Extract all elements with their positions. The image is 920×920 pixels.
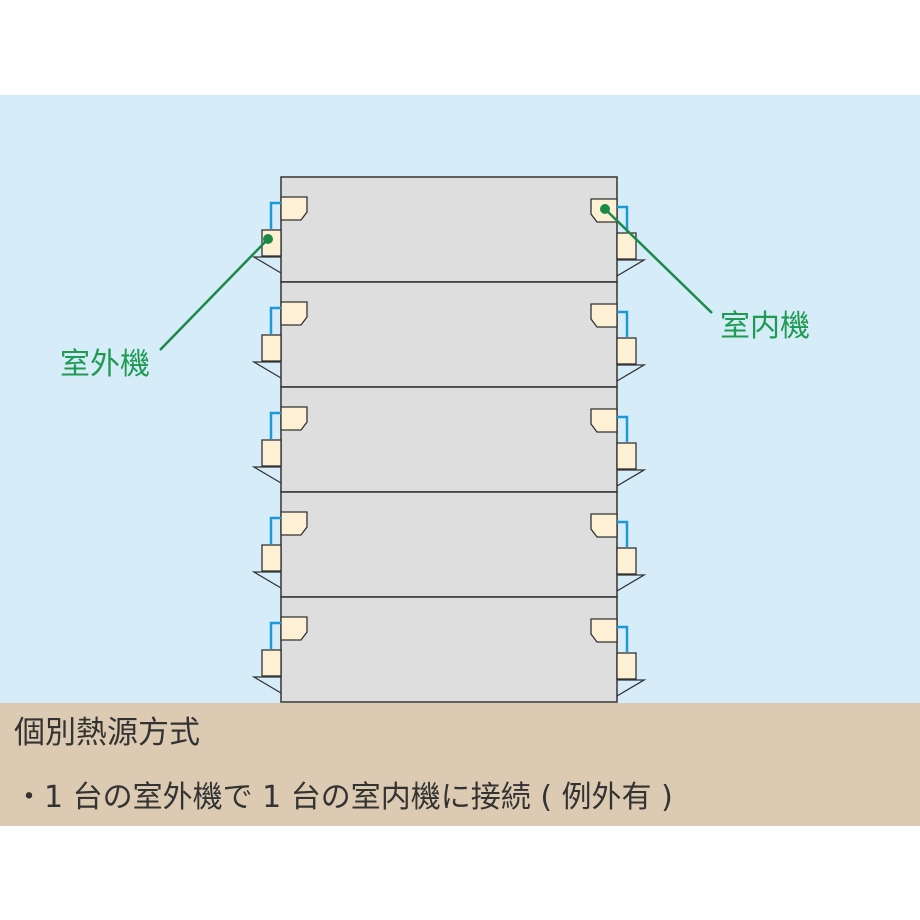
indoor-unit-left (280, 301, 308, 326)
floor-1 (280, 176, 618, 283)
outdoor-unit-right (616, 232, 637, 260)
outdoor-unit-left (261, 544, 282, 572)
system-title: 個別熱源方式 (14, 715, 200, 751)
floor-5 (280, 596, 618, 703)
outdoor-unit-left (261, 649, 282, 677)
indoor-unit-left (280, 616, 308, 641)
leader-dot-indoor (600, 204, 610, 214)
bracket-left (251, 676, 282, 694)
leader-dot-outdoor (263, 234, 273, 244)
indoor-unit-left (280, 511, 308, 536)
bracket-left (251, 361, 282, 379)
floor-2 (280, 281, 618, 388)
bracket-right (616, 574, 647, 592)
outdoor-unit-left (261, 439, 282, 467)
refrigerant-pipe-left (269, 516, 281, 544)
leader-line-outdoor (159, 238, 269, 351)
refrigerant-pipe-left (269, 411, 281, 439)
floor-4 (280, 491, 618, 598)
outdoor-unit-left (261, 334, 282, 362)
refrigerant-pipe-left (269, 306, 281, 334)
indoor-unit-left (280, 196, 308, 221)
outdoor-unit-label: 室外機 (60, 347, 150, 382)
outdoor-unit-right (616, 337, 637, 365)
refrigerant-pipe-right (617, 520, 629, 547)
outdoor-unit-right (616, 547, 637, 575)
bracket-right (616, 364, 647, 382)
refrigerant-pipe-right (617, 310, 629, 337)
indoor-unit-label: 室内機 (720, 309, 810, 344)
refrigerant-pipe-right (617, 415, 629, 442)
bracket-right (616, 469, 647, 487)
indoor-unit-left (280, 406, 308, 431)
outdoor-unit-right (616, 652, 637, 680)
indoor-unit-right (590, 408, 618, 433)
ground-area (0, 703, 920, 826)
floor-3 (280, 386, 618, 493)
bracket-left (251, 256, 282, 274)
outdoor-unit-right (616, 442, 637, 470)
refrigerant-pipe-left (269, 621, 281, 649)
bracket-right (616, 679, 647, 697)
refrigerant-pipe-right (617, 205, 629, 232)
leader-line-indoor (604, 208, 713, 314)
indoor-unit-right (590, 303, 618, 328)
indoor-unit-right (590, 513, 618, 538)
indoor-unit-right (590, 618, 618, 643)
system-description: ・1 台の室外機で 1 台の室内機に接続 ( 例外有 ) (14, 780, 673, 815)
bracket-left (251, 571, 282, 589)
refrigerant-pipe-right (617, 625, 629, 652)
bracket-left (251, 466, 282, 484)
bracket-right (616, 259, 647, 277)
refrigerant-pipe-left (269, 201, 281, 229)
